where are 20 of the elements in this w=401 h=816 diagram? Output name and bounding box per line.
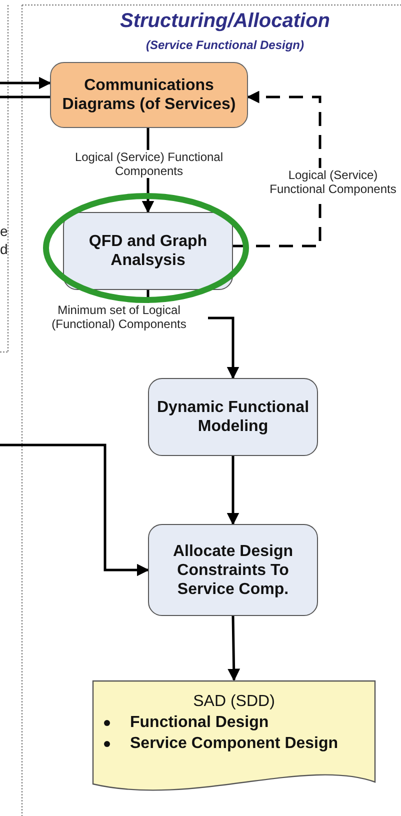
node-text: Dynamic Functional Modeling [156, 398, 310, 436]
process-box [50, 62, 248, 128]
bullet-text: Service Component Design [130, 734, 338, 753]
process-box [148, 378, 318, 456]
process-box [63, 212, 233, 290]
node-text: QFD and Graph Analsysis [88, 232, 208, 270]
arrow [226, 456, 240, 526]
cut-off-text: e [0, 223, 9, 239]
process-box [148, 524, 318, 616]
document-heading: SAD (SDD) [192, 692, 276, 711]
arrow [0, 444, 150, 576]
arrow [0, 76, 52, 90]
arrow [228, 616, 240, 682]
subtitle: (Service Functional Design) [144, 38, 306, 52]
dashed-arrow [233, 90, 322, 248]
title: Structuring/Allocation [119, 10, 331, 33]
node-text: Communications Diagrams (of Services) [61, 76, 237, 114]
cut-off-text: d [0, 241, 9, 257]
node-text: Allocate Design Constraints To Service Comp. [172, 542, 294, 598]
bullet-text: Functional Design [130, 713, 269, 732]
